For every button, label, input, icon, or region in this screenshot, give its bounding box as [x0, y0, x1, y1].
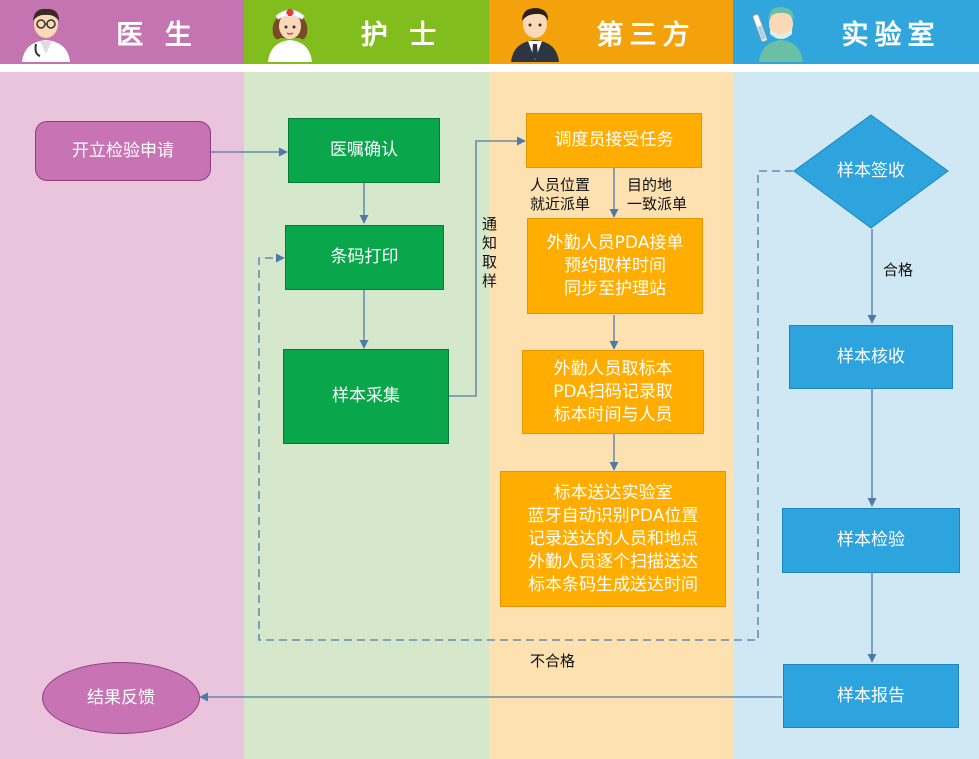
node-sample-receive[interactable]: 样本核收 [789, 325, 953, 389]
lane-third-party-title: 第三方 [596, 19, 696, 51]
lane-third-party-header: 第三方 [489, 0, 733, 64]
node-barcode-print[interactable]: 条码打印 [285, 225, 444, 290]
arrow-collect-to-dispatcher [449, 136, 526, 397]
lane-lab-header: 实验室 [733, 0, 979, 64]
lane-doctor-title: 医 生 [116, 19, 198, 51]
label-destination-dispatch: 目的地 一致派单 [627, 176, 688, 213]
lane-nurse-header: 护 士 [244, 0, 489, 64]
nurse-avatar-icon [268, 9, 312, 62]
node-sample-signin-diamond[interactable]: 样本签收 [793, 114, 949, 229]
node-sample-collect[interactable]: 样本采集 [283, 349, 449, 444]
node-sample-report[interactable]: 样本报告 [783, 664, 959, 728]
node-deliver-lab[interactable]: 标本送达实验室 蓝牙自动识别PDA位置 记录送达的人员和地点 外勤人员逐个扫描送… [500, 471, 726, 607]
node-dispatcher-accept[interactable]: 调度员接受任务 [526, 113, 702, 168]
label-notify-pickup: 通 知 取 样 [482, 215, 498, 290]
decision-diamond-shape [793, 114, 949, 229]
node-order-confirm[interactable]: 医嘱确认 [288, 118, 440, 183]
node-sample-test[interactable]: 样本检验 [782, 508, 960, 573]
doctor-avatar-icon [22, 8, 70, 62]
lab-technician-avatar-icon [752, 7, 803, 62]
node-pickup-scan[interactable]: 外勤人员取标本 PDA扫码记录取 标本时间与人员 [522, 350, 704, 434]
node-open-request[interactable]: 开立检验申请 [35, 121, 211, 181]
lane-nurse-title: 护 士 [360, 19, 443, 51]
label-nearby-dispatch: 人员位置 就近派单 [530, 176, 591, 213]
staff-avatar-icon [511, 8, 559, 62]
node-pda-accept[interactable]: 外勤人员PDA接单 预约取样时间 同步至护理站 [527, 218, 703, 314]
lane-lab-title: 实验室 [841, 19, 941, 51]
node-result-feedback[interactable]: 结果反馈 [42, 662, 200, 734]
lane-doctor-header: 医 生 [0, 0, 244, 64]
label-qualified: 合格 [883, 261, 914, 279]
lane-doctor-bg [0, 72, 244, 759]
node-sample-signin-label: 样本签收 [837, 161, 905, 181]
dashed-arrow-unqualified-return [258, 170, 793, 641]
label-unqualified: 不合格 [530, 652, 576, 670]
